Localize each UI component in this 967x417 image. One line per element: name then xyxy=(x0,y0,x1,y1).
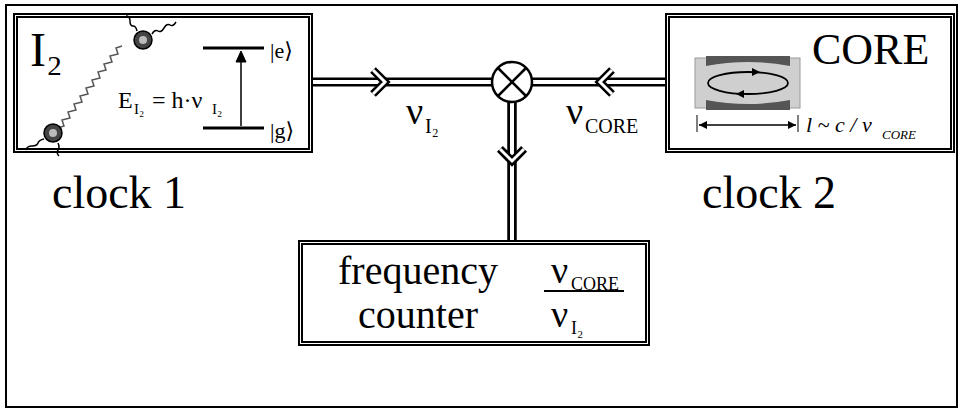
frequency-symbol: ν xyxy=(406,92,423,130)
subscript: I₂ xyxy=(571,319,583,337)
cavity-illustration xyxy=(695,56,800,132)
energy-formula: = h·ν xyxy=(152,88,202,112)
subscript: I₂ xyxy=(134,102,144,117)
clock-caption: clock 2 xyxy=(702,170,836,216)
clock-box: COREl ~ c / νCOREclock 2 xyxy=(665,13,955,153)
subscript: I₂ xyxy=(425,116,439,136)
mixer-symbol xyxy=(492,62,532,102)
arrow-head xyxy=(500,149,524,161)
subscript: CORE xyxy=(882,128,916,141)
energy-level-diagram xyxy=(203,48,264,128)
clock-box: I₂|e⟩EI₂= h·νI₂|g⟩clock 1 xyxy=(13,13,313,153)
clock-title: CORE xyxy=(812,28,929,72)
connector-outer xyxy=(313,82,512,240)
connector-outer xyxy=(512,82,665,240)
subscript: CORE xyxy=(585,116,638,136)
subscript: I₂ xyxy=(212,102,222,117)
molecule-illustration xyxy=(26,16,176,156)
connector-inner xyxy=(313,82,512,240)
length-relation: l ~ c / ν xyxy=(806,114,872,136)
arrow-head-inner xyxy=(500,149,524,161)
frequency-symbol: ν xyxy=(551,295,568,333)
double-line-connector xyxy=(313,82,524,240)
frequency-symbol: ν xyxy=(551,251,568,289)
state-label: |g⟩ xyxy=(270,120,294,142)
subscript: CORE xyxy=(571,275,619,293)
counter-name: frequency counter xyxy=(313,249,523,337)
clock-caption: clock 1 xyxy=(52,170,186,216)
energy-symbol: E xyxy=(118,88,133,112)
state-label: |e⟩ xyxy=(270,40,293,62)
frequency-symbol: ν xyxy=(566,92,583,130)
double-line-connector xyxy=(500,82,665,240)
flow-chevron xyxy=(373,70,612,94)
connector-inner xyxy=(512,82,665,240)
clock-title: I₂ xyxy=(30,26,63,74)
counter-box: frequency counterνCOREνI₂ xyxy=(298,240,650,346)
